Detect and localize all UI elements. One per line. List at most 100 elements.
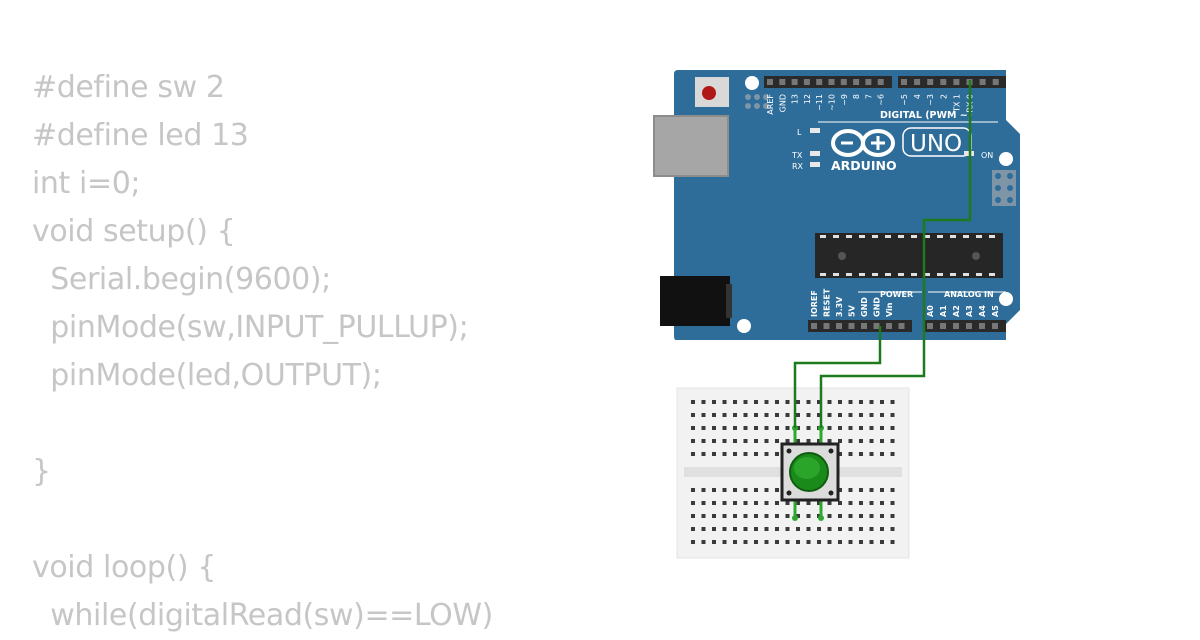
chip-pin	[820, 235, 826, 238]
on-led-label: ON	[981, 151, 993, 160]
breadboard-hole	[827, 426, 832, 430]
chip-pin	[872, 235, 878, 238]
breadboard-hole	[848, 400, 853, 404]
breadboard-hole	[722, 400, 727, 404]
digital-pin-label: ~11	[815, 94, 824, 111]
breadboard-hole	[764, 452, 769, 456]
breadboard-hole	[764, 400, 769, 404]
arduino-logo	[831, 129, 895, 157]
breadboard-hole	[712, 488, 716, 492]
breadboard-hole	[775, 514, 779, 518]
breadboard-hole	[890, 413, 895, 417]
breadboard-hole	[785, 413, 790, 417]
breadboard-hole	[880, 501, 884, 505]
pin-hole	[992, 79, 999, 85]
breadboard-hole	[838, 527, 842, 531]
breadboard-hole	[764, 426, 769, 430]
breadboard-hole	[796, 400, 800, 404]
pin-hole	[979, 79, 986, 85]
breadboard-hole	[743, 439, 748, 443]
model-label: UNO	[910, 131, 962, 157]
breadboard-hole	[754, 527, 758, 531]
breadboard-hole	[754, 514, 758, 518]
breadboard-hole	[733, 439, 737, 443]
pin-hole	[953, 79, 960, 85]
power-jack-edge	[726, 284, 732, 318]
digital-pin-label: 8	[852, 94, 861, 99]
chip-pin	[898, 273, 904, 276]
breadboard-hole	[890, 501, 895, 505]
chip-pin	[885, 235, 891, 238]
breadboard-hole	[712, 501, 716, 505]
breadboard-hole	[775, 488, 779, 492]
chip-pin	[820, 273, 826, 276]
breadboard-hole	[691, 452, 695, 456]
wire-pin2-to-button	[819, 80, 972, 428]
breadboard-hole	[859, 439, 863, 443]
chip-pin	[924, 235, 930, 238]
breadboard-hole	[848, 488, 853, 492]
code-line: }	[32, 454, 51, 489]
breadboard-hole	[890, 439, 895, 443]
breadboard-hole	[848, 452, 853, 456]
chip-pin	[963, 273, 969, 276]
breadboard-hole	[848, 426, 853, 430]
analog-pin-label: A3	[965, 305, 974, 317]
mount-hole	[745, 76, 759, 90]
digital-pin-label: ~10	[828, 94, 837, 111]
breadboard-hole	[859, 452, 863, 456]
breadboard-hole	[869, 439, 874, 443]
breadboard-hole	[817, 501, 821, 505]
reset-button-cap	[702, 86, 716, 100]
power-pin-label: GND	[860, 297, 869, 317]
pin-hole	[927, 323, 933, 329]
pin-hole	[791, 79, 798, 85]
breadboard-hole	[764, 488, 769, 492]
breadboard-hole	[880, 413, 884, 417]
breadboard-hole	[722, 540, 727, 544]
power-pin-label: 3.3V	[835, 296, 844, 317]
breadboard-hole	[817, 527, 821, 531]
digital-header-label: DIGITAL (PWM ~)	[880, 110, 972, 121]
breadboard-hole	[712, 400, 716, 404]
breadboard-hole	[827, 413, 832, 417]
pin-hole	[898, 323, 905, 329]
breadboard-hole	[838, 540, 842, 544]
breadboard-hole	[722, 452, 727, 456]
breadboard-hole	[869, 540, 874, 544]
breadboard-hole	[796, 439, 800, 443]
chip-pin	[937, 273, 943, 276]
breadboard-hole	[691, 400, 695, 404]
breadboard-hole	[859, 514, 863, 518]
breadboard-hole	[775, 413, 779, 417]
breadboard-hole	[796, 527, 800, 531]
breadboard-hole	[775, 400, 779, 404]
pin-hole	[816, 79, 823, 85]
breadboard-hole	[733, 413, 737, 417]
breadboard-hole	[890, 540, 895, 544]
chip-marker	[838, 252, 846, 260]
code-line: void loop() {	[32, 550, 216, 585]
atmega-chip	[815, 233, 1003, 278]
breadboard-hole	[764, 501, 769, 505]
breadboard-hole	[806, 540, 811, 544]
breadboard-hole	[785, 540, 790, 544]
breadboard-hole	[712, 540, 716, 544]
breadboard-hole	[869, 501, 874, 505]
breadboard-hole	[838, 501, 842, 505]
tx-led	[810, 151, 820, 156]
breadboard-hole	[701, 488, 706, 492]
push-button[interactable]	[780, 425, 840, 521]
breadboard-hole	[701, 514, 706, 518]
chip-pin	[989, 235, 995, 238]
digital-pin-label: 4	[913, 94, 922, 99]
breadboard-hole	[859, 527, 863, 531]
breadboard-hole	[848, 439, 853, 443]
code-line: pinMode(led,OUTPUT);	[32, 358, 382, 393]
breadboard-hole	[838, 488, 842, 492]
power-pin-label: Vin	[885, 302, 894, 317]
